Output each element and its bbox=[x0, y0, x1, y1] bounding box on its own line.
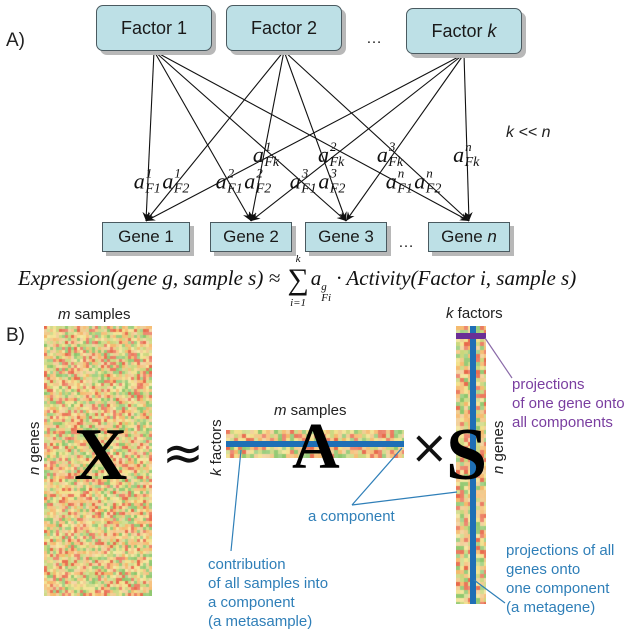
factor-1-node: Factor 1 bbox=[96, 5, 212, 51]
x-side-label: n genes bbox=[26, 422, 43, 475]
gene-3-node: Gene 3 bbox=[305, 222, 387, 252]
s-top-var: k bbox=[446, 305, 454, 322]
gene-1-label: Gene 1 bbox=[118, 227, 174, 246]
factor-k-node: Factor k bbox=[406, 8, 522, 54]
formula-lhs: Expression(gene g, sample s) ≈ bbox=[18, 266, 286, 290]
approx-symbol: ≈ bbox=[162, 424, 204, 482]
a-top-text: samples bbox=[286, 402, 347, 419]
formula-rhs: · Activity(Factor i, sample s) bbox=[331, 266, 577, 290]
a-component-row-highlight bbox=[226, 441, 404, 447]
x-top-label: m samples bbox=[58, 306, 131, 323]
edge-factor-2-gene-1 bbox=[145, 50, 285, 222]
edge-factor-k-gene-2 bbox=[250, 53, 465, 222]
edge-factor-k-gene-1 bbox=[145, 53, 465, 222]
component-annotation: a component bbox=[308, 508, 395, 525]
matrix-x-heatmap bbox=[44, 326, 152, 596]
s-side-var: n bbox=[490, 465, 507, 474]
factor-1-label: Factor 1 bbox=[120, 17, 188, 38]
edge-factor-k-gene-3 bbox=[345, 53, 465, 222]
edge-factor-1-gene-2 bbox=[153, 50, 252, 222]
sum-upper-bound: k bbox=[295, 253, 301, 265]
coef-base: a bbox=[310, 266, 322, 290]
factor-2-node: Factor 2 bbox=[226, 5, 342, 51]
metasample-leader bbox=[230, 449, 242, 552]
matrix-x-letter: X bbox=[74, 414, 128, 496]
gene-2-label: Gene 2 bbox=[223, 227, 279, 246]
s-component-column-highlight bbox=[470, 326, 476, 604]
factor-2-label: Factor 2 bbox=[250, 17, 318, 38]
x-top-text: samples bbox=[70, 306, 131, 323]
s-top-label: k factors bbox=[446, 305, 503, 322]
gene-projection-annotation: projections of one gene onto all compone… bbox=[512, 376, 625, 431]
coef-sub: Fi bbox=[321, 292, 332, 304]
sum-symbol: ∑ bbox=[287, 263, 309, 296]
a-side-text: factors bbox=[208, 419, 225, 469]
a-top-var: m bbox=[274, 402, 287, 419]
s-gene-row-highlight bbox=[456, 333, 486, 339]
times-symbol: × bbox=[410, 420, 449, 474]
matrix-s-letter: S bbox=[446, 414, 488, 496]
x-side-text: genes bbox=[26, 421, 43, 467]
edge-factor-2-gene-n bbox=[283, 50, 470, 222]
edge-factor-1-gene-n bbox=[153, 50, 470, 222]
gene-2-node: Gene 2 bbox=[210, 222, 292, 252]
s-side-text: genes bbox=[490, 420, 507, 466]
metasample-annotation: contribution of all samples into a compo… bbox=[208, 556, 329, 630]
edge-factor-2-gene-3 bbox=[283, 50, 347, 222]
gene-n-label: Gene bbox=[441, 227, 488, 246]
k-much-less-than-n: k << n bbox=[506, 124, 551, 141]
a-side-var: k bbox=[208, 468, 225, 477]
gene-ellipsis: … bbox=[398, 234, 414, 251]
metagene-annotation: projections of all genes onto one compon… bbox=[506, 542, 615, 616]
sum-lower-bound: i=1 bbox=[290, 297, 307, 309]
summation: k∑i=1 bbox=[287, 253, 309, 309]
a-top-label: m samples bbox=[274, 402, 347, 419]
a-side-label: k factors bbox=[208, 419, 225, 476]
s-top-text: factors bbox=[453, 305, 503, 322]
matrix-a-letter: A bbox=[292, 410, 340, 483]
gene-1-node: Gene 1 bbox=[102, 222, 190, 252]
component-leader-s bbox=[351, 491, 458, 506]
factor-k-label: Factor bbox=[431, 20, 488, 41]
factor-ellipsis: … bbox=[366, 30, 382, 47]
x-top-var: m bbox=[58, 306, 71, 323]
coef-sup: g bbox=[321, 281, 327, 293]
panel-b-label: B) bbox=[6, 325, 25, 346]
edge-factor-k-gene-n bbox=[463, 53, 473, 222]
gene-n-var: n bbox=[487, 227, 497, 246]
s-side-label: n genes bbox=[490, 421, 507, 474]
edge-factor-2-gene-2 bbox=[248, 50, 285, 222]
gene-projection-leader bbox=[484, 337, 513, 379]
edge-factor-1-gene-3 bbox=[153, 50, 347, 222]
factor-k-var: k bbox=[487, 20, 497, 41]
gene-3-label: Gene 3 bbox=[318, 227, 374, 246]
panel-a-label: A) bbox=[6, 30, 25, 51]
edge-factor-1-gene-1 bbox=[142, 50, 155, 222]
x-side-var: n bbox=[26, 466, 43, 475]
gene-n-node: Gene n bbox=[428, 222, 510, 252]
